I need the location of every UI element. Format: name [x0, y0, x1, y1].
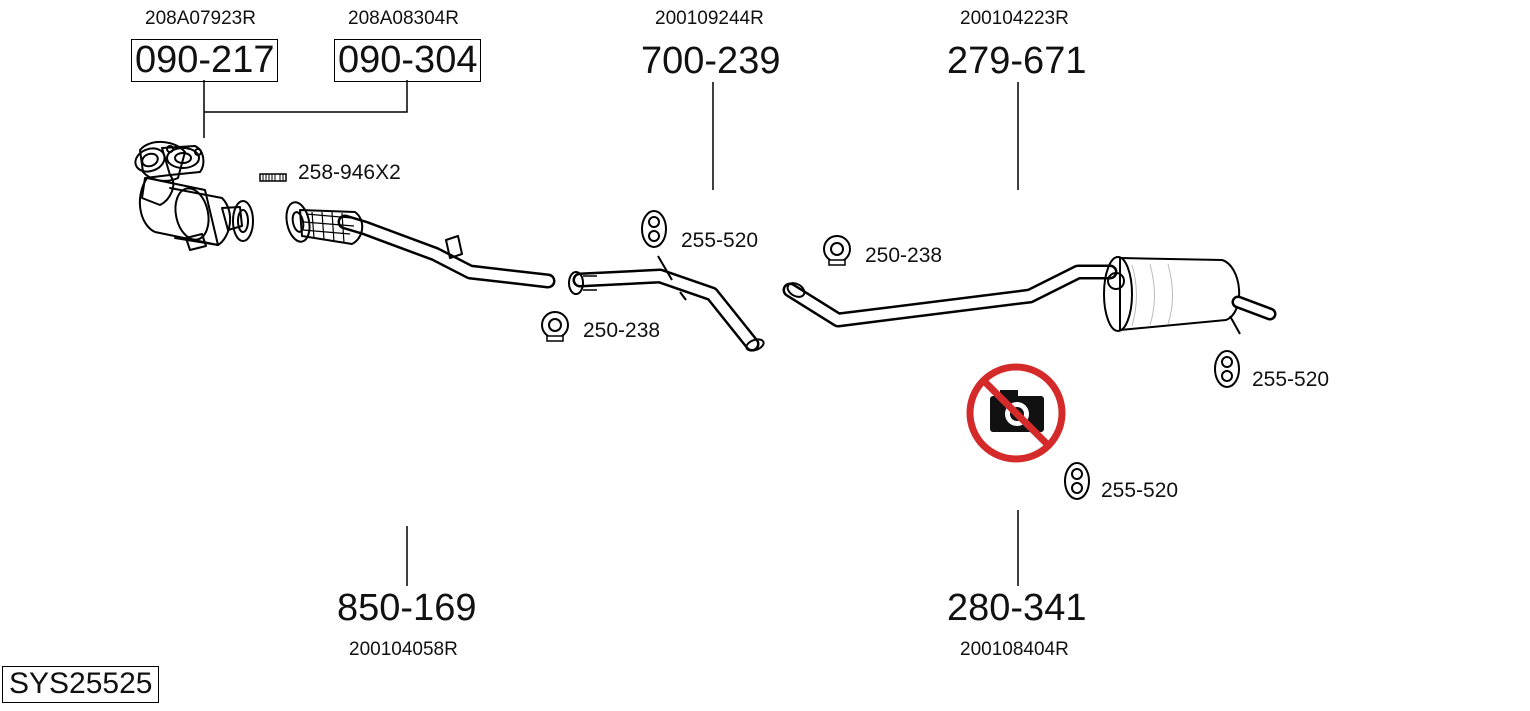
part-number-279-671[interactable]: 279-671 — [947, 40, 1087, 82]
catalytic-converter-icon — [134, 141, 254, 251]
leader-lines — [203, 80, 1019, 586]
oem-number: 200104223R — [960, 8, 1069, 29]
pipe-clamp-icon — [541, 311, 569, 342]
oem-number: 200104058R — [349, 639, 458, 660]
oem-number: 200108404R — [960, 639, 1069, 660]
oem-number: 208A08304R — [348, 8, 459, 29]
accessory-clamp-label[interactable]: 250-238 — [583, 319, 661, 342]
front-pipe-icon — [285, 201, 556, 289]
no-photo-icon — [966, 363, 1066, 463]
intermediate-pipe-icon — [568, 255, 765, 352]
part-number-700-239[interactable]: 700-239 — [641, 40, 781, 82]
accessory-hanger-label[interactable]: 255-520 — [1101, 479, 1179, 502]
part-number-280-341[interactable]: 280-341 — [947, 587, 1087, 629]
part-number-090-217[interactable]: 090-217 — [131, 39, 279, 82]
accessory-hanger-label[interactable]: 255-520 — [681, 229, 759, 252]
oem-number: 208A07923R — [145, 8, 256, 29]
accessory-clamp-label[interactable]: 250-238 — [865, 244, 943, 267]
accessory-bolt-label[interactable]: 258-946X2 — [298, 161, 401, 184]
rear-silencer-icon — [782, 256, 1277, 335]
accessory-hanger-label[interactable]: 255-520 — [1252, 368, 1330, 391]
system-code: SYS25525 — [2, 666, 160, 703]
oem-number: 200109244R — [655, 8, 764, 29]
rubber-hanger-icon — [1214, 350, 1240, 388]
part-number-090-304[interactable]: 090-304 — [334, 39, 482, 82]
pipe-clamp-icon — [823, 235, 851, 266]
rubber-hanger-icon — [641, 210, 667, 248]
bolt-icon — [259, 173, 287, 182]
leader-090-304 — [204, 80, 408, 113]
part-number-850-169[interactable]: 850-169 — [337, 587, 477, 629]
rubber-hanger-icon — [1064, 462, 1090, 500]
